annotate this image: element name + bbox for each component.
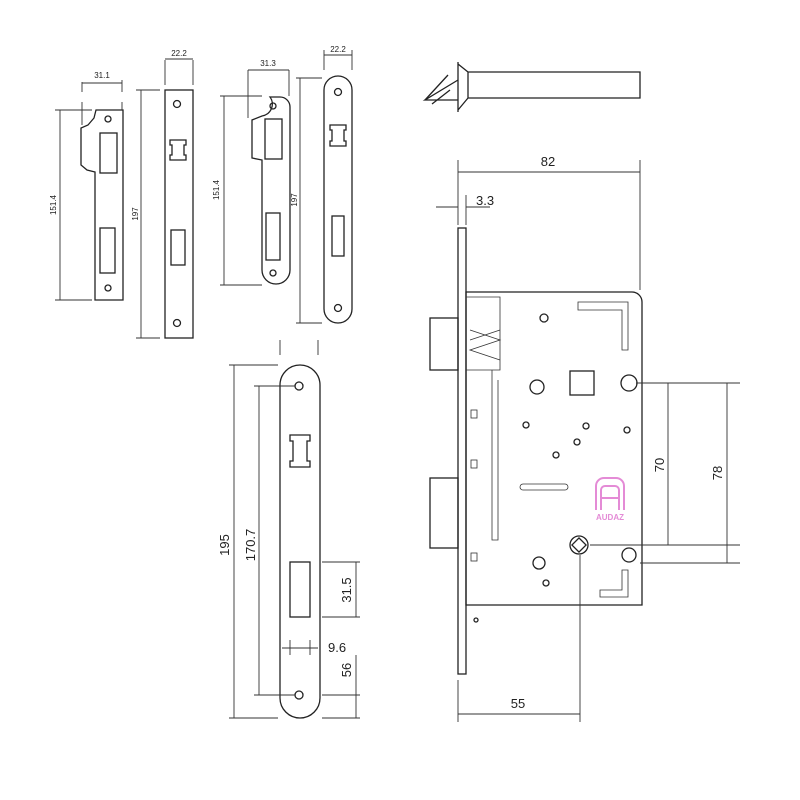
- face-plate-2: 22.2 197: [279, 45, 353, 355]
- dim-front-latch-slot: 31.5: [339, 577, 354, 602]
- audaz-logo: AUDAZ: [595, 477, 625, 522]
- dim-strike2-width: 31.3: [260, 59, 276, 68]
- dim-face2-width: 22.2: [330, 45, 346, 54]
- dim-strike1-height: 151.4: [49, 194, 58, 215]
- logo-text: AUDAZ: [596, 513, 624, 522]
- front-plate: 195 170.7 31.5 9.6 56: [217, 364, 360, 719]
- dim-face1-width: 22.2: [171, 49, 187, 58]
- spindle: [422, 62, 641, 112]
- dim-face1-height: 197: [131, 207, 140, 221]
- dim-plate-thickness: 3.3: [476, 193, 494, 208]
- dim-body-depth: 82: [541, 154, 555, 169]
- dim-strike2-height: 151.4: [212, 179, 221, 200]
- dim-front-offset: 9.6: [328, 640, 346, 655]
- dim-center-distance: 70: [652, 458, 667, 472]
- dim-front-total-height: 195: [217, 534, 232, 556]
- dim-front-bottom: 56: [339, 663, 354, 677]
- face-plate-1: 22.2 197: [131, 49, 194, 339]
- dim-backset: 55: [511, 696, 525, 711]
- lock-body: 82 3.3 70 78 55: [429, 154, 740, 722]
- dim-face2-height: 197: [290, 193, 299, 207]
- dim-front-hole-spacing: 170.7: [243, 529, 258, 562]
- dim-strike1-width: 31.1: [94, 71, 110, 80]
- dim-total-distance: 78: [710, 466, 725, 480]
- strike-plate-2: 31.3 151.4: [212, 59, 291, 286]
- strike-plate-1: 31.1 151.4: [49, 71, 124, 301]
